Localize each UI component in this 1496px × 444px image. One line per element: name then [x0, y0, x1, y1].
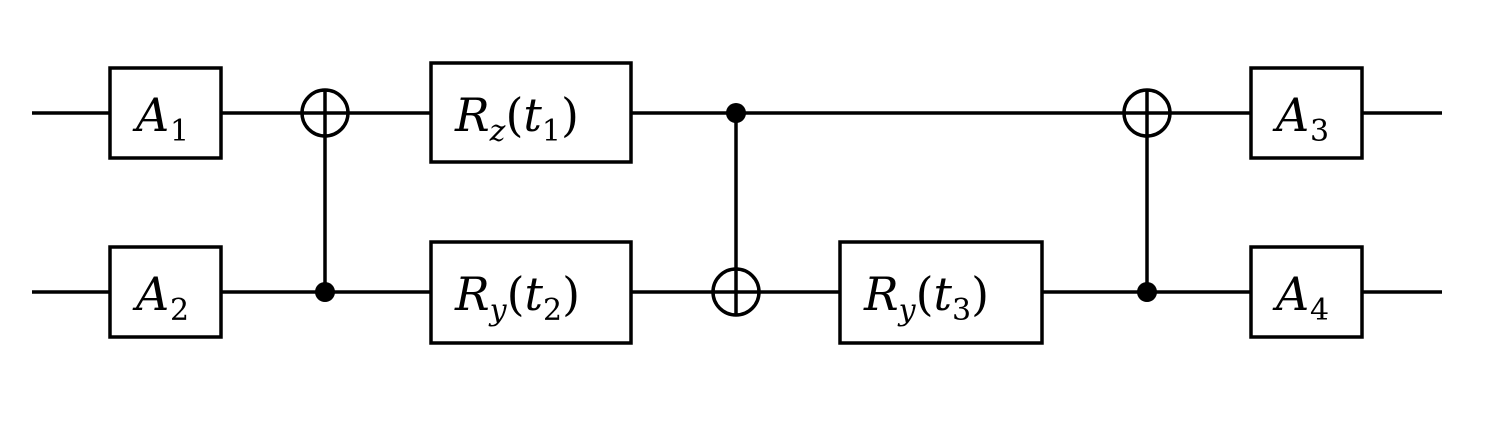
gate-ry-t3-label: Ry(t3)	[863, 267, 989, 328]
cnot-2	[711, 103, 761, 317]
gate-a2-subscript: 2	[170, 293, 189, 328]
gate-rz-t1: Rz(t1)	[429, 61, 633, 164]
gate-a2: A 2	[108, 245, 223, 339]
gate-a1: A 1	[108, 66, 223, 160]
gate-ry-t3: Ry(t3)	[838, 240, 1044, 345]
gate-ry-t2-label: Ry(t2)	[454, 267, 580, 328]
gate-ry-t2: Ry(t2)	[429, 240, 633, 345]
gate-a3: A 3	[1249, 66, 1364, 160]
cnot-1-control-dot	[315, 282, 335, 302]
gate-a2-label: A	[132, 267, 169, 321]
cnot-3	[1122, 88, 1172, 302]
gate-a4-label: A	[1272, 267, 1309, 321]
gate-a4-subscript: 4	[1310, 293, 1329, 328]
cnot-2-control-dot	[726, 103, 746, 123]
gate-rz-t1-label: Rz(t1)	[454, 88, 579, 149]
gate-a4: A 4	[1249, 245, 1364, 339]
gate-a3-subscript: 3	[1310, 114, 1329, 149]
gate-a1-label: A	[132, 88, 169, 142]
cnot-1	[300, 88, 350, 302]
gate-a1-subscript: 1	[170, 114, 189, 149]
gate-a3-label: A	[1272, 88, 1309, 142]
cnot-3-control-dot	[1137, 282, 1157, 302]
